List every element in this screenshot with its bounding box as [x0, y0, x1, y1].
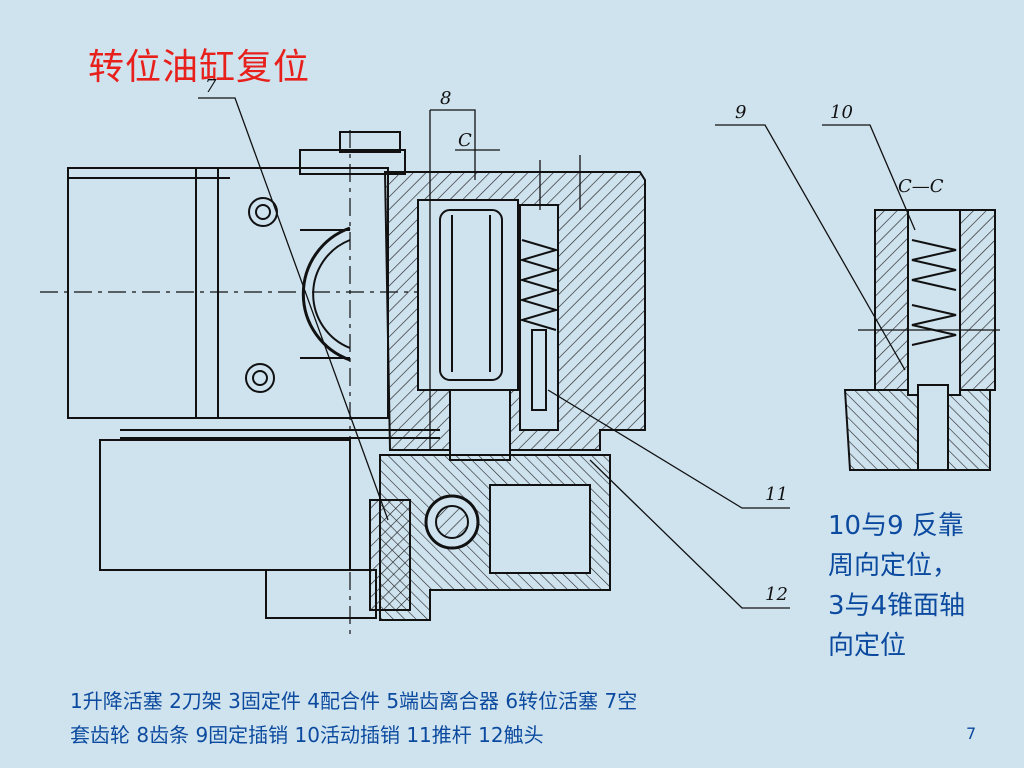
lower-bed — [99, 439, 351, 571]
callout-line-1: 10与9 反靠 — [828, 511, 964, 541]
page-number: 7 — [966, 724, 977, 743]
left-housing — [67, 167, 389, 419]
part-label-9: 9 — [735, 102, 746, 123]
part-label-10: 10 — [830, 102, 853, 123]
callout-line-2: 周向定位， — [828, 551, 959, 581]
callout-line-4: 向定位 — [828, 631, 907, 661]
part-label-7: 7 — [205, 76, 217, 97]
part-label-8: 8 — [440, 88, 451, 109]
slide-title: 转位油缸复位 — [88, 47, 311, 88]
gear-arc — [301, 226, 351, 362]
part-label-c: C — [458, 130, 472, 151]
legend-line-2: 套齿轮 8齿条 9固定插销 10活动插销 11推杆 12触头 — [70, 723, 544, 747]
part-label-12: 12 — [765, 584, 788, 605]
positioning-callout: 10与9 反靠 周向定位， 3与4锥面轴 向定位 — [828, 506, 1018, 666]
parts-legend: 1升降活塞 2刀架 3固定件 4配合件 5端齿离合器 6转位活塞 7空 套齿轮 … — [70, 684, 890, 752]
part-label-11: 11 — [765, 484, 788, 505]
spring-9 — [518, 239, 560, 331]
legend-line-1: 1升降活塞 2刀架 3固定件 4配合件 5端齿离合器 6转位活塞 7空 — [70, 689, 638, 713]
piston — [439, 209, 503, 381]
section-label-cc: C—C — [898, 176, 944, 197]
bolt-bottom — [245, 363, 275, 393]
callout-line-3: 3与4锥面轴 — [828, 591, 966, 621]
part-labels: 7 8 C 9 10 C—C 11 12 — [205, 76, 944, 605]
